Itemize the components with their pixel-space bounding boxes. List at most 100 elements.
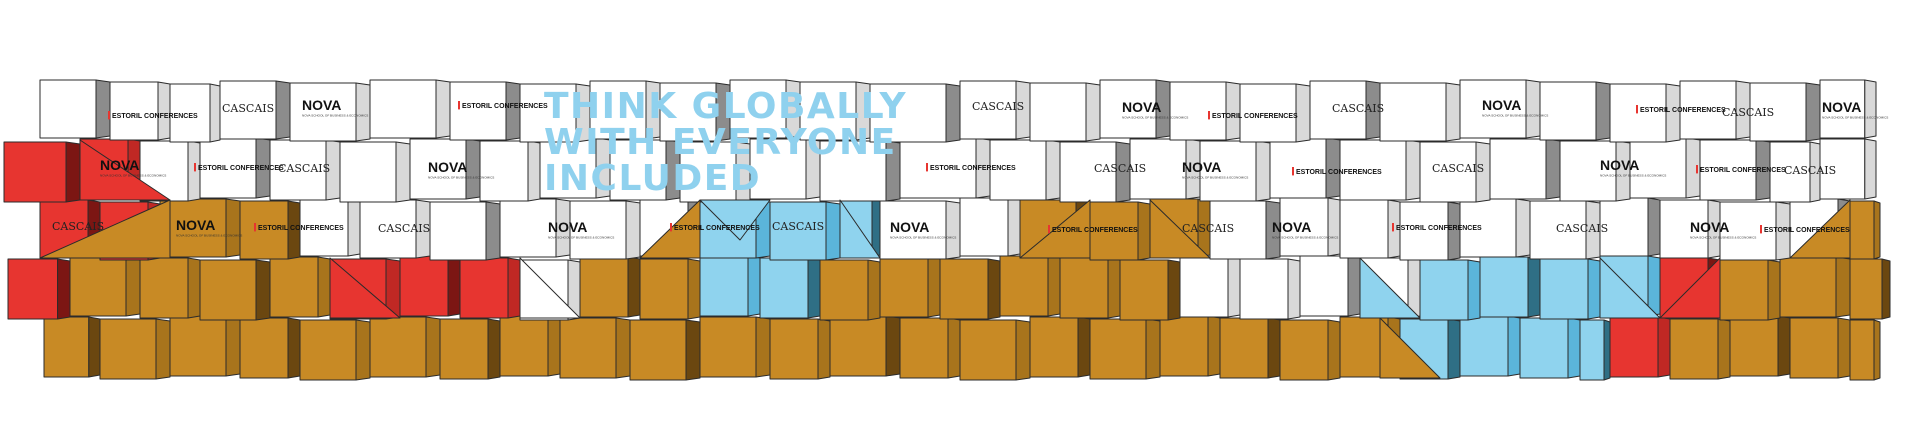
cube-side (465, 138, 481, 200)
cube-side (1167, 259, 1181, 321)
cascais-logo: CASCAIS (1332, 102, 1384, 115)
cube-face (1269, 137, 1327, 199)
cube-side (275, 80, 291, 140)
cube-side (65, 141, 81, 203)
cube-side (57, 258, 71, 320)
nova-subtitle: NOVA SCHOOL OF BUSINESS & ECONOMICS (176, 233, 242, 237)
cube-side (1327, 319, 1341, 381)
nova-wordmark: NOVA (1182, 159, 1221, 175)
estoril-wordmark: ESTORIL CONFERENCES (258, 225, 344, 232)
cube-face (1239, 258, 1289, 320)
estoril-logo: ESTORIL CONFERENCES (1760, 225, 1850, 234)
estoril-accent (1292, 167, 1294, 176)
cube-face (769, 318, 819, 380)
cube-side (825, 201, 841, 261)
cube-face (3, 141, 67, 203)
cube-face (1789, 317, 1839, 379)
cube-face (939, 258, 989, 320)
cube-side (1717, 318, 1731, 380)
estoril-logo: ESTORIL CONFERENCES (670, 223, 760, 232)
cube-side (1225, 81, 1241, 141)
cube-side (807, 257, 821, 319)
estoril-accent (194, 163, 196, 172)
cube-face (999, 255, 1049, 317)
cube-face (1179, 256, 1229, 318)
cube-face (1849, 258, 1883, 320)
cube-face (459, 257, 509, 319)
cube-side (1595, 81, 1611, 141)
nova-subtitle: NOVA SCHOOL OF BUSINESS & ECONOMICS (1822, 115, 1888, 119)
cube-side (255, 259, 271, 321)
estoril-accent (1696, 165, 1698, 174)
slogan-line-2: WITH EVERYONE (544, 122, 897, 163)
cube-side (1287, 258, 1301, 320)
cube-face (429, 201, 487, 261)
cube-face (269, 256, 319, 318)
cube-face (1579, 319, 1605, 381)
cascais-logo: CASCAIS (1784, 164, 1836, 177)
nova-subtitle: NOVA SCHOOL OF BUSINESS & ECONOMICS (548, 235, 614, 239)
estoril-wordmark: ESTORIL CONFERENCES (1212, 113, 1298, 120)
cube-side (1647, 255, 1661, 317)
estoril-accent (1048, 225, 1050, 234)
cube-wedge (1359, 257, 1421, 319)
cube-wedge (1599, 257, 1661, 319)
cube-face (1379, 82, 1447, 142)
cube-side (687, 258, 701, 320)
nova-wordmark: NOVA (302, 97, 341, 113)
cube-face (369, 79, 437, 139)
cube-side (1145, 318, 1161, 380)
cube-face (43, 316, 90, 378)
cube-side (1873, 319, 1881, 381)
cube-wedge (519, 257, 581, 319)
cube-side (987, 258, 1001, 320)
cube-face (639, 258, 689, 320)
cube-side (1045, 139, 1061, 201)
cube-face (1479, 256, 1529, 318)
cube-face (69, 255, 127, 317)
cube-side (125, 255, 141, 317)
nova-subtitle: NOVA SCHOOL OF BUSINESS & ECONOMICS (890, 235, 956, 239)
cube-side (1809, 141, 1821, 203)
cube-side (1327, 197, 1341, 257)
cube-face (559, 317, 617, 379)
cube-side (1603, 319, 1611, 381)
cube-side (1267, 317, 1281, 379)
cube-side (625, 200, 641, 260)
cube-wedge (79, 139, 171, 201)
cube-face (1339, 199, 1389, 259)
nova-subtitle: NOVA SCHOOL OF BUSINESS & ECONOMICS (302, 113, 368, 117)
cube-face (759, 257, 809, 319)
nova-wordmark: NOVA (1122, 99, 1161, 115)
slogan: THINK GLOBALLY WITH EVERYONE INCLUDED (544, 86, 906, 199)
cube-face (1119, 259, 1169, 321)
cube-wedge (1789, 199, 1851, 259)
cube-side (1047, 255, 1061, 317)
cube-side (945, 83, 961, 143)
cube-side (1835, 256, 1851, 318)
estoril-wordmark: ESTORIL CONFERENCES (1640, 107, 1726, 114)
estoril-wordmark: ESTORIL CONFERENCES (1700, 167, 1786, 174)
cube-side (225, 315, 241, 377)
cube-face (499, 315, 549, 377)
cube-side (1255, 140, 1271, 202)
estoril-logo: ESTORIL CONFERENCES (458, 101, 548, 110)
cube-blocks (3, 79, 1891, 381)
cube-side (1864, 79, 1877, 139)
cascais-wordmark: CASCAIS (1094, 162, 1146, 175)
cube-face (99, 318, 157, 380)
cube-face (699, 316, 757, 378)
cube-side (747, 255, 761, 317)
estoril-logo: ESTORIL CONFERENCES (926, 163, 1016, 172)
cascais-wordmark: CASCAIS (52, 220, 104, 233)
cube-wedge (1659, 257, 1721, 319)
nova-wordmark: NOVA (548, 219, 587, 235)
cube-side (1207, 315, 1221, 377)
